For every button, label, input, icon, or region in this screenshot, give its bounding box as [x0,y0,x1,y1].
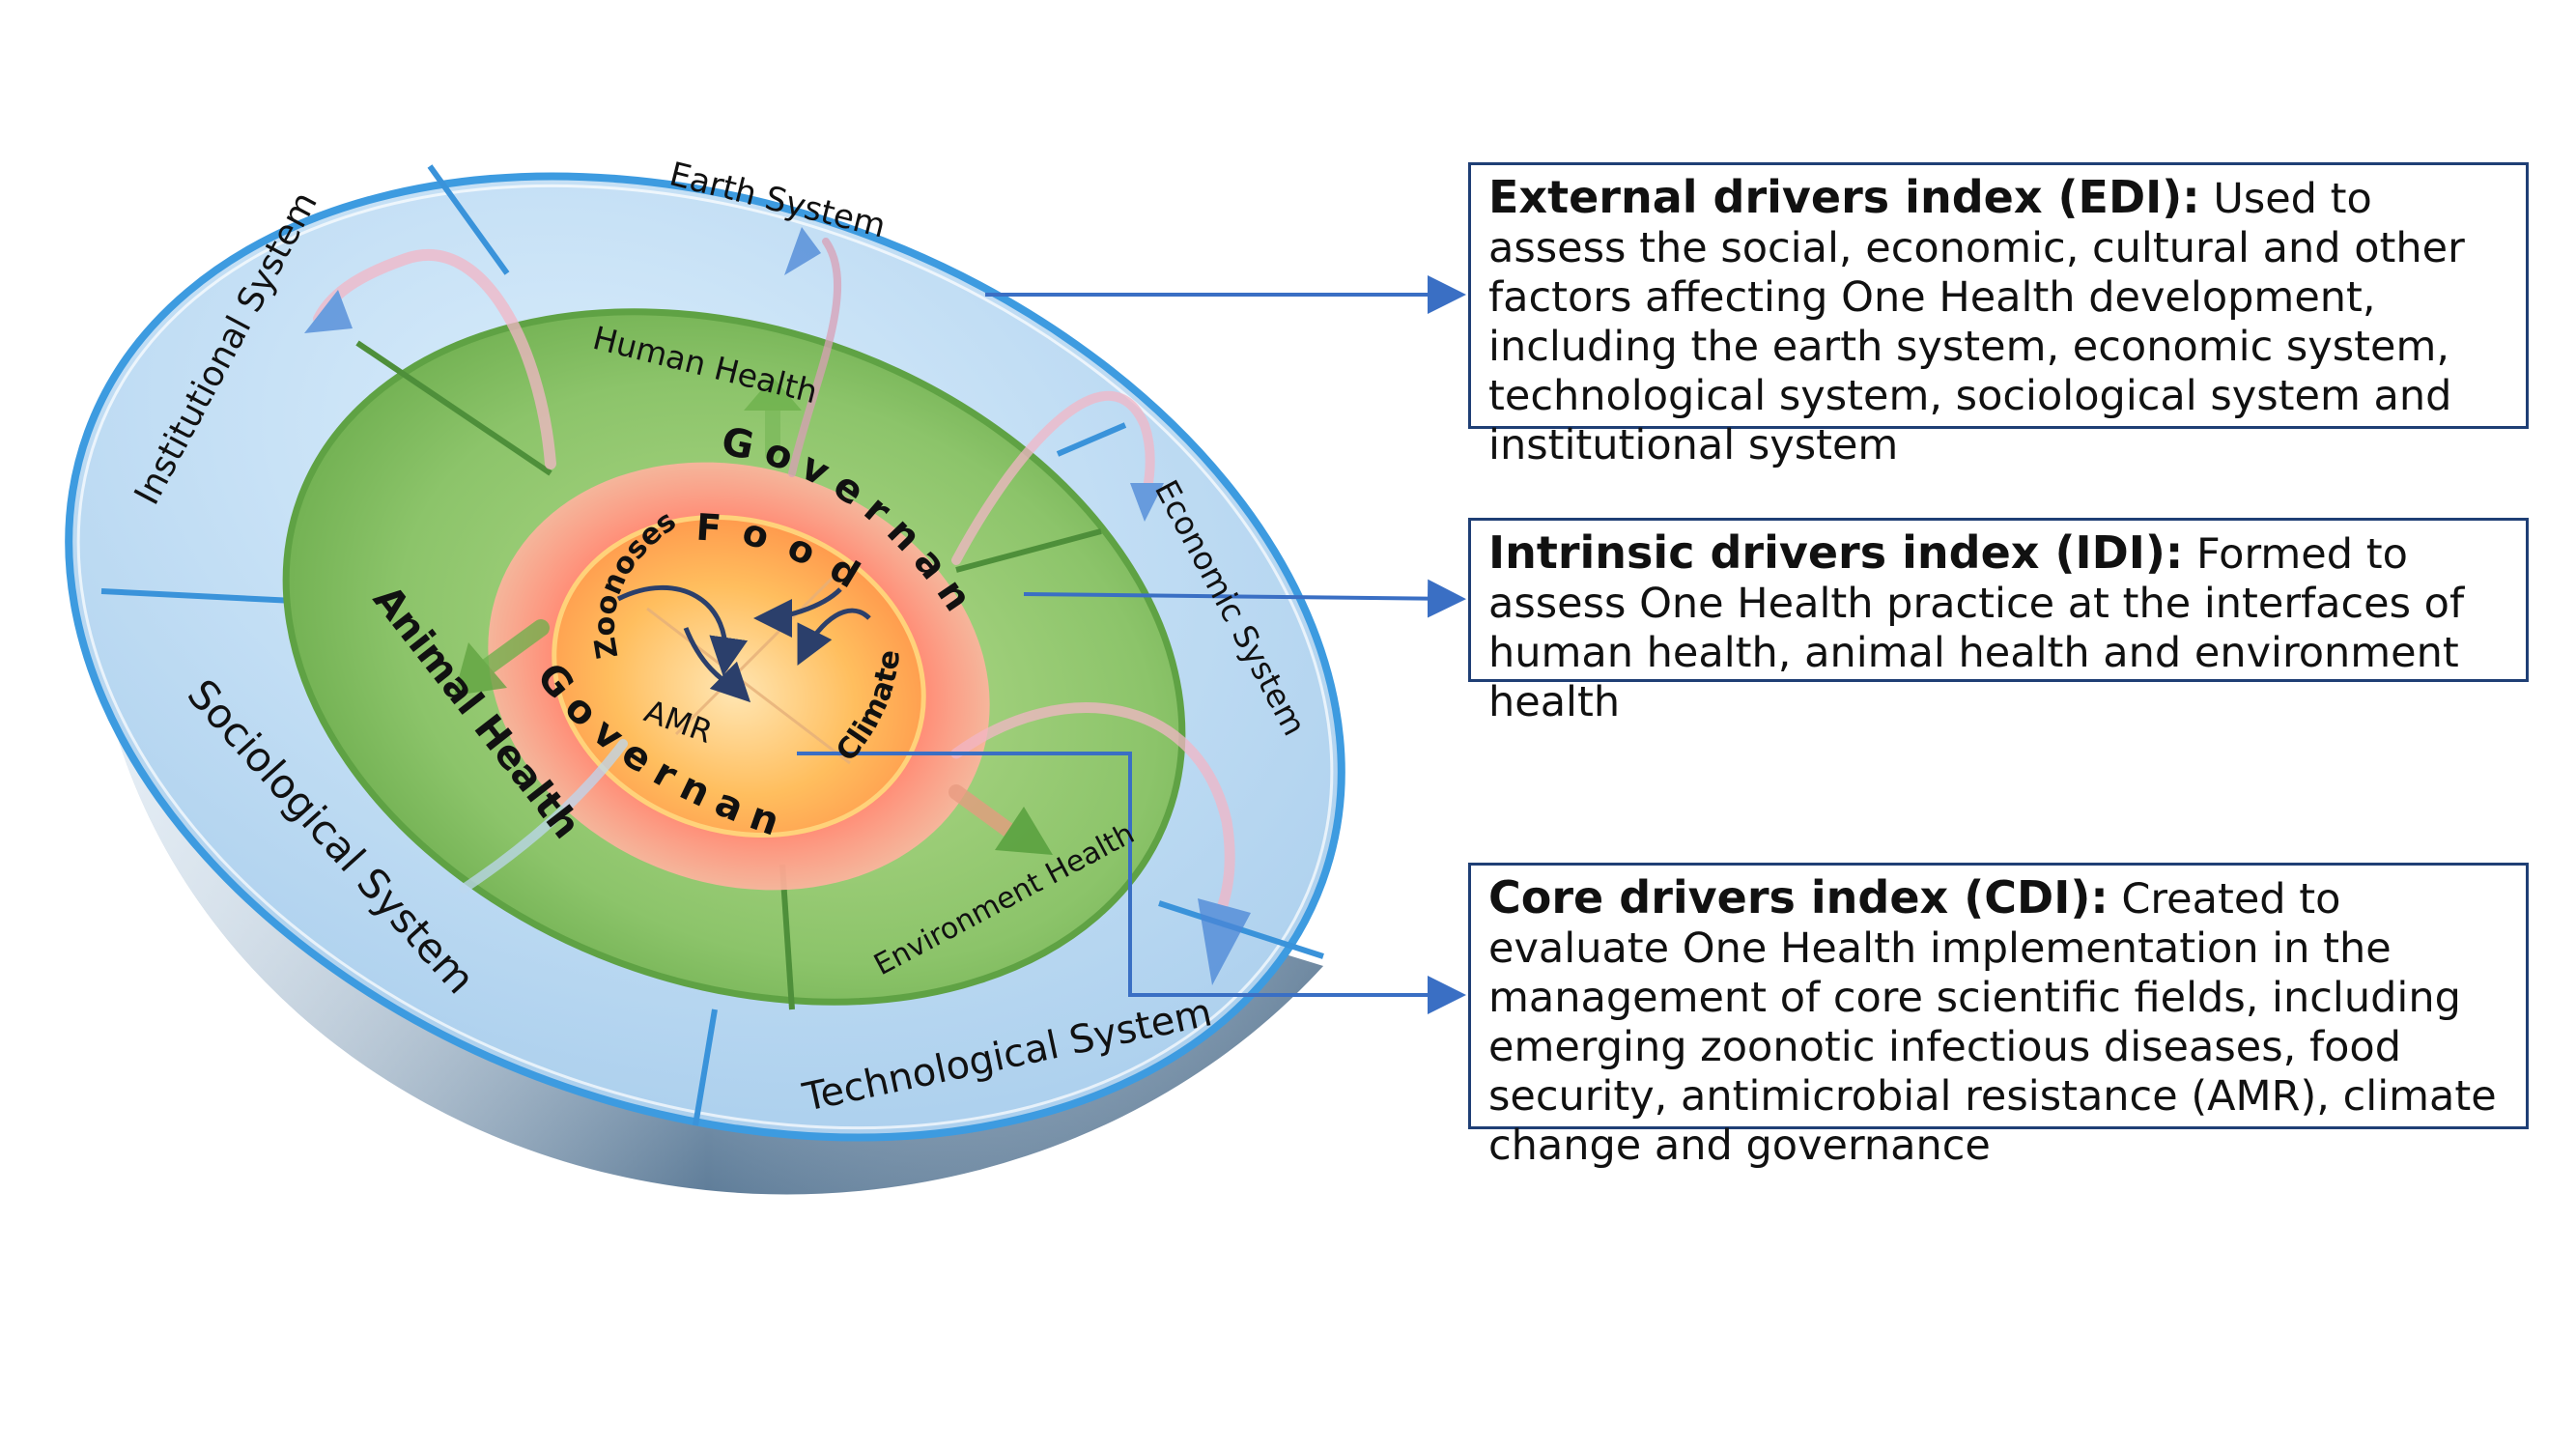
economic-swirl-arrow [951,390,1155,565]
edi-title: External drivers index (EDI): [1488,171,2200,223]
cdi-title: Core drivers index (CDI): [1488,871,2109,923]
cdi-body: Created to evaluate One Health implement… [1488,875,2497,1170]
environment-health-arrow-tip [995,807,1053,855]
idi-connector [1023,579,1466,618]
environment-health-arrow [948,784,1017,838]
edi-body: Used to assess the social, economic, cul… [1488,175,2465,469]
sociological-swirl-arrow [459,739,628,894]
idi-box: Intrinsic drivers index (IDI): Formed to… [1468,518,2529,726]
cdi-box: Core drivers index (CDI): Created to eva… [1468,863,2529,1170]
edi-box: External drivers index (EDI): Used to as… [1468,162,2529,469]
technological-arrow-tip [1198,898,1251,985]
core-inner-arrows [616,584,871,703]
outer-ring-dividers [100,164,1324,1126]
idi-title: Intrinsic drivers index (IDI): [1488,526,2184,579]
cdi-connector [797,752,1466,1014]
human-health-arrow-tip [744,377,802,411]
institutional-swirl-arrow [313,248,556,469]
connectors [797,275,1466,1014]
animal-health-arrow [479,619,550,675]
earth-swirl-arrow [788,238,842,477]
economic-arrow-tip [1130,483,1164,522]
technological-swirl-arrow [950,702,1235,914]
earth-arrow-tip [784,227,821,275]
animal-health-arrow-tip [454,642,507,696]
swirl-arrows [304,227,1251,985]
institutional-arrow-tip [304,290,353,333]
idi-body: Formed to assess One Health practice at … [1488,530,2465,726]
